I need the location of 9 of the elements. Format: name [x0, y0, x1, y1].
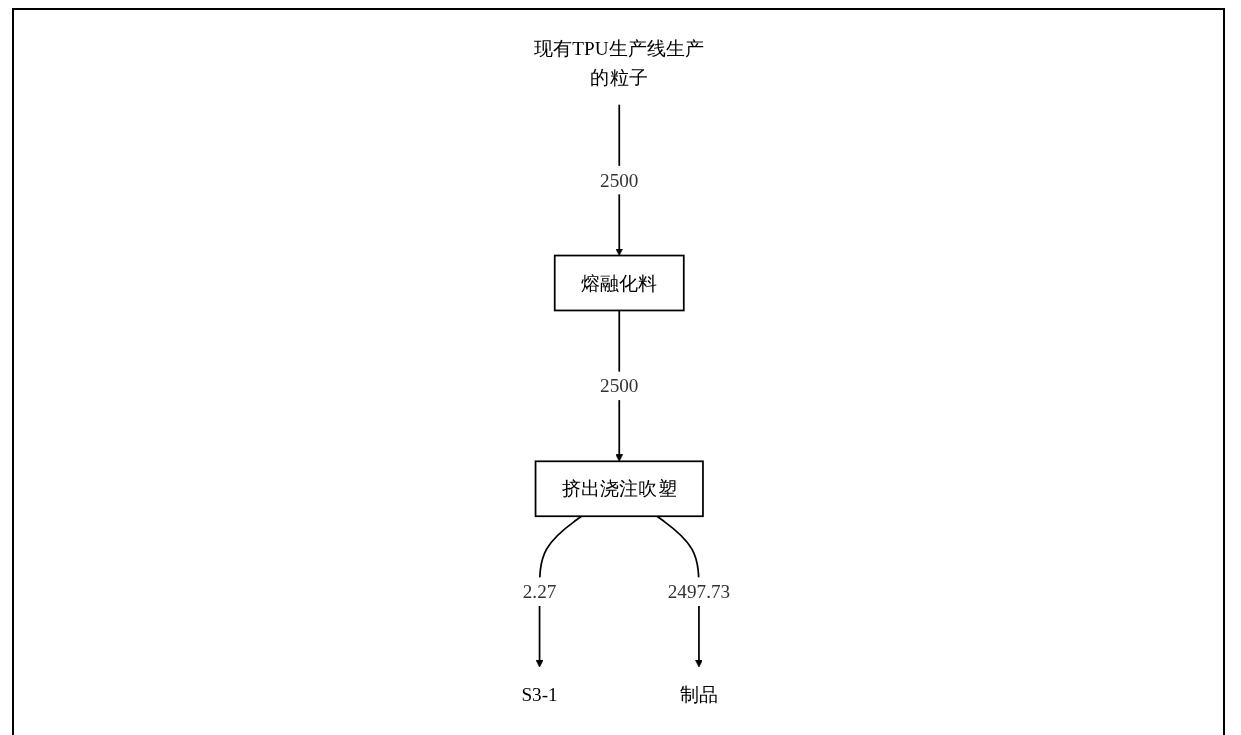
edge-label: 2500	[600, 374, 639, 397]
edge-label: 2500	[600, 169, 639, 192]
edge-label: 2.27	[523, 580, 557, 603]
node-text: S3-1	[521, 683, 558, 706]
node-text: 制品	[679, 683, 719, 706]
edge-label: 2497.73	[667, 580, 731, 603]
node-box: 熔融化料	[554, 254, 685, 312]
node-box: 挤出浇注吹塑	[534, 460, 705, 518]
node-text: 现有TPU生产线生产的粒子	[534, 37, 705, 89]
